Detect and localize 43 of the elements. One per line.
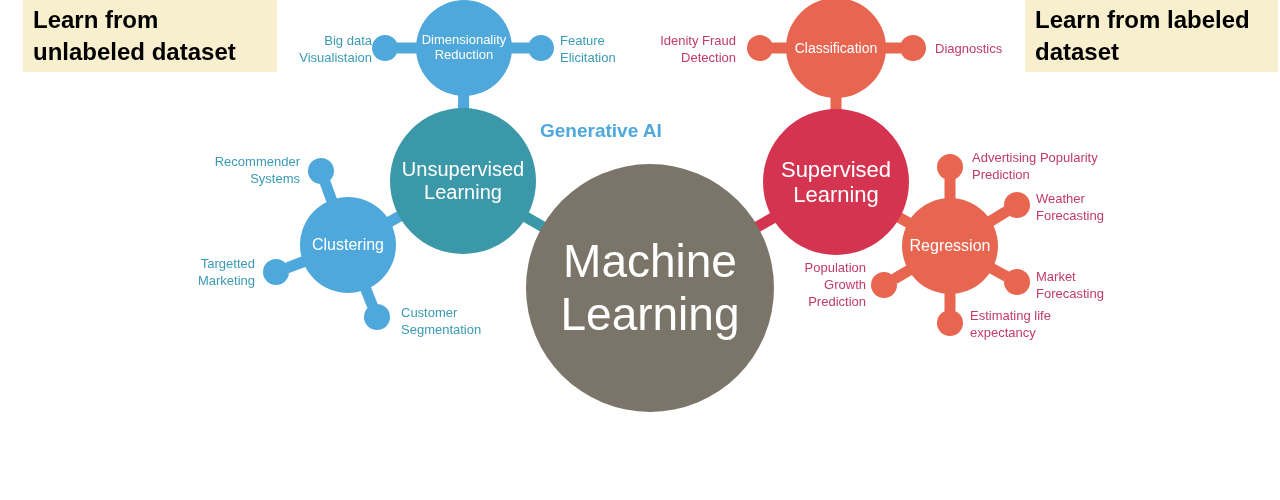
leaf-label: Market Forecasting [1036, 268, 1105, 302]
leaf-label: Weather Forecasting [1036, 190, 1105, 224]
connector [319, 180, 338, 203]
connector [944, 179, 956, 199]
leaf-label: Recommender Systems [213, 153, 300, 187]
note-text: Learn from unlabeled dataset [33, 6, 236, 65]
circle-label: Unsupervised Learning [400, 158, 526, 204]
leaf-circle [308, 158, 334, 184]
connector [397, 42, 417, 54]
leaf-label: Idenity Fraud Detection [659, 32, 736, 66]
connector [754, 212, 777, 232]
connector [987, 206, 1010, 227]
leaf-circle [871, 272, 897, 298]
leaf-circle [528, 35, 554, 61]
leaf-label: Big data Visualistaion [298, 32, 372, 66]
circle-label: Clustering [311, 235, 385, 255]
leaf-label: Customer Segmentation [401, 304, 483, 338]
annotation-text: Generative AI [540, 120, 662, 142]
connector [522, 212, 546, 232]
leaf-label: Targetted Marketing [196, 255, 255, 289]
circle-label: Supervised Learning [779, 156, 893, 208]
leaf-circle [937, 310, 963, 336]
leaf-circle [263, 259, 289, 285]
leaf-label: Estimating life expectancy [970, 307, 1052, 341]
connector [360, 286, 378, 308]
leaf-label: Feature Elicitation [560, 32, 617, 66]
note-box [1025, 0, 1278, 72]
leaf-circle [372, 35, 398, 61]
leaf-circle [747, 35, 773, 61]
leaf-circle [937, 154, 963, 180]
leaf-label: Advertising Popularity Prediction [972, 149, 1099, 183]
leaf-circle [364, 304, 390, 330]
circle-label: Regression [908, 236, 992, 256]
leaf-circle [1004, 192, 1030, 218]
circle-label: Machine Learning [559, 235, 741, 341]
circle-label: Dimensionality Reduction [420, 33, 508, 63]
leaf-circle [900, 35, 926, 61]
leaf-circle [1004, 269, 1030, 295]
note-text: Learn from labeled dataset [1035, 6, 1250, 65]
circle-label: Classification [793, 39, 879, 57]
note-box [23, 0, 277, 72]
leaf-label: Diagnostics [935, 40, 1004, 57]
leaf-label: Population Growth Prediction [803, 259, 866, 310]
